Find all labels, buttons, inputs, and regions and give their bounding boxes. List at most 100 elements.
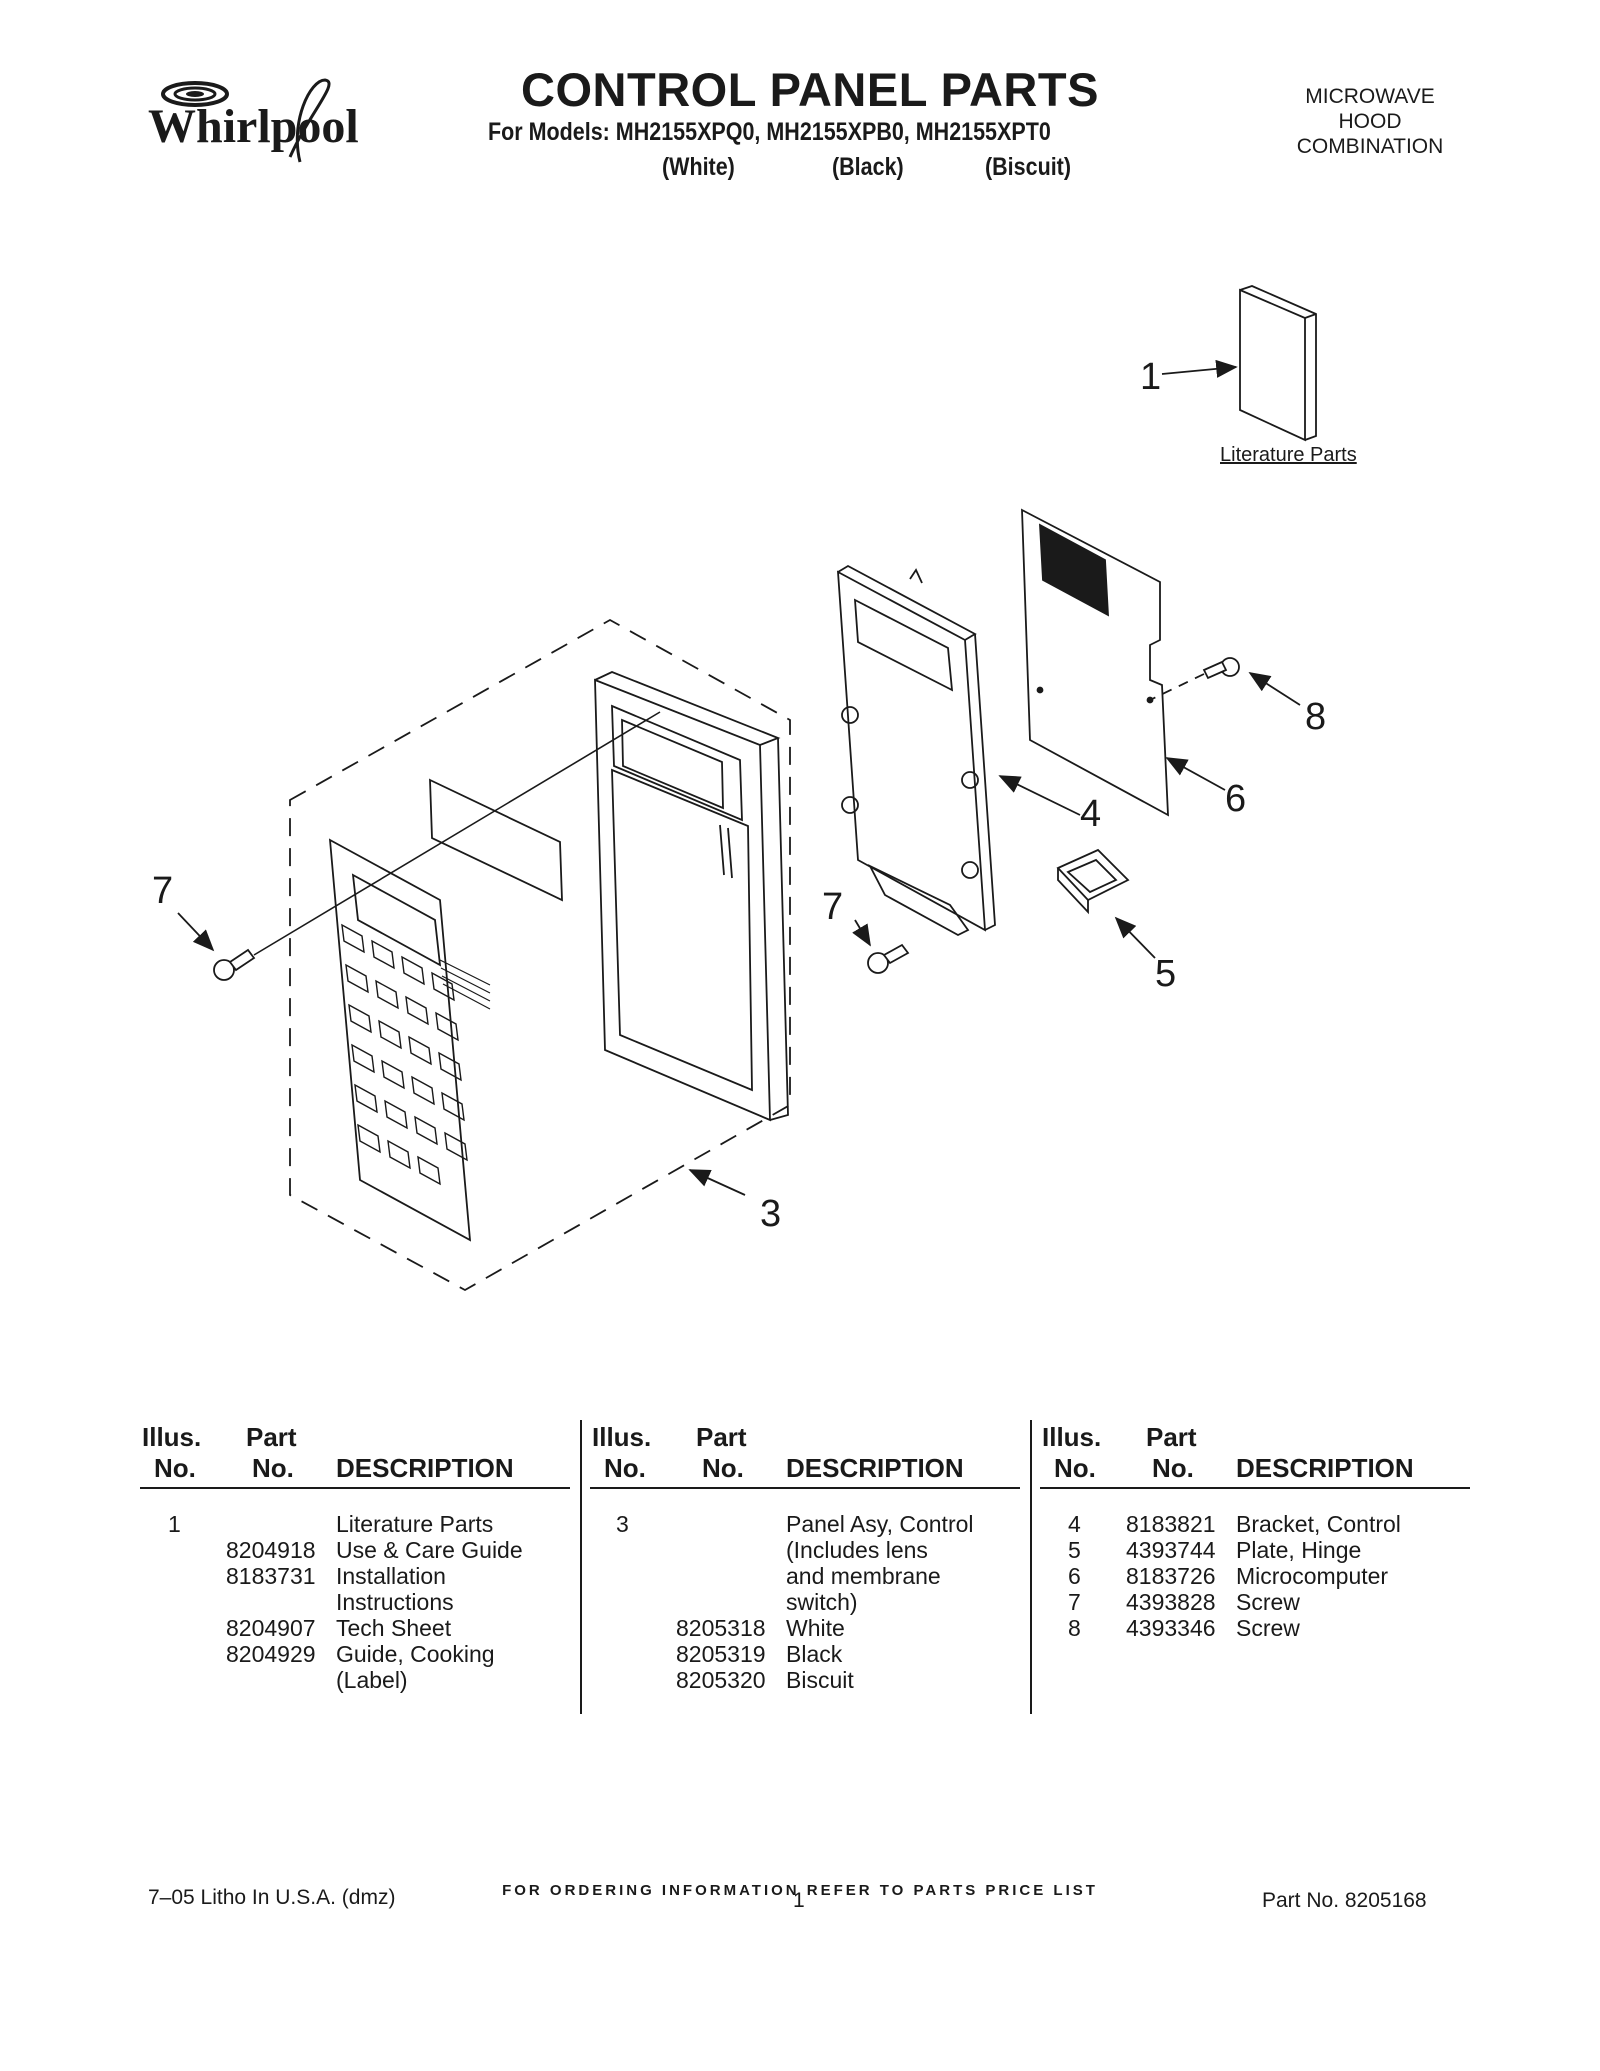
whirlpool-logo: Whirlpool bbox=[140, 72, 380, 182]
part-description: Screw bbox=[1236, 1589, 1300, 1615]
part-no: 4393744 bbox=[1126, 1537, 1216, 1563]
header-description: DESCRIPTION bbox=[336, 1453, 514, 1483]
callout-1: 1 bbox=[1140, 356, 1162, 398]
callout-5-arrow bbox=[1114, 916, 1156, 959]
part-description: Panel Asy, Control bbox=[786, 1511, 974, 1537]
header-part-no: No. bbox=[1152, 1453, 1194, 1483]
product-type-line: MICROWAVE bbox=[1305, 85, 1435, 108]
part-description: Tech Sheet bbox=[336, 1615, 452, 1641]
part-description: Plate, Hinge bbox=[1236, 1537, 1362, 1563]
illus-no: 5 bbox=[1068, 1537, 1081, 1563]
callout-5: 5 bbox=[1155, 953, 1177, 995]
ordering-note: FOR ORDERING INFORMATION REFER TO PARTS … bbox=[502, 1882, 1098, 1899]
header-part: Part bbox=[1146, 1422, 1197, 1452]
column-divider bbox=[1030, 1420, 1032, 1714]
illus-no: 7 bbox=[1068, 1589, 1081, 1615]
part-no: 8204929 bbox=[226, 1641, 316, 1667]
screw-left bbox=[213, 948, 256, 981]
product-type-line: COMBINATION bbox=[1296, 135, 1444, 158]
column-divider bbox=[580, 1420, 582, 1714]
illus-no: 3 bbox=[616, 1511, 629, 1537]
header-illus-no: No. bbox=[154, 1453, 196, 1483]
page-number: 1 bbox=[793, 1889, 805, 1912]
literature-booklet bbox=[1239, 285, 1317, 442]
header-illus: Illus. bbox=[142, 1422, 202, 1452]
callout-4-arrow bbox=[998, 775, 1081, 816]
part-no: 8183821 bbox=[1126, 1511, 1216, 1537]
callout-7-right-arrow bbox=[852, 919, 871, 947]
header-part: Part bbox=[246, 1422, 297, 1452]
part-description: White bbox=[786, 1615, 845, 1641]
document-part-number: Part No. 8205168 bbox=[1262, 1889, 1427, 1912]
exploded-diagram bbox=[177, 285, 1317, 1292]
callout-7-left: 7 bbox=[152, 870, 174, 912]
part-description: Screw bbox=[1236, 1615, 1300, 1641]
microcomputer-board bbox=[1021, 508, 1169, 817]
callout-1-arrow bbox=[1161, 359, 1238, 378]
header-illus: Illus. bbox=[1042, 1422, 1102, 1452]
illus-no: 6 bbox=[1068, 1563, 1081, 1589]
part-no: 8205319 bbox=[676, 1641, 766, 1667]
illus-no: 4 bbox=[1068, 1511, 1081, 1537]
header-part-no: No. bbox=[252, 1453, 294, 1483]
part-no: 8183731 bbox=[226, 1563, 316, 1589]
callout-8: 8 bbox=[1305, 696, 1327, 738]
part-no: 8205320 bbox=[676, 1667, 766, 1693]
part-description: (Includes lens bbox=[786, 1537, 928, 1563]
part-description: Black bbox=[786, 1641, 843, 1667]
part-description: Instructions bbox=[336, 1589, 454, 1615]
color-black: (Black) bbox=[832, 153, 904, 181]
page-title: CONTROL PANEL PARTS bbox=[521, 63, 1099, 116]
part-no: 8205318 bbox=[676, 1615, 766, 1641]
header-illus: Illus. bbox=[592, 1422, 652, 1452]
part-description: Bracket, Control bbox=[1236, 1511, 1401, 1537]
part-no: 4393346 bbox=[1126, 1615, 1216, 1641]
header-part-no: No. bbox=[702, 1453, 744, 1483]
control-panel-frame bbox=[594, 671, 789, 1122]
callout-7-left-arrow bbox=[177, 912, 215, 952]
callout-8-arrow bbox=[1248, 672, 1301, 706]
header-part: Part bbox=[696, 1422, 747, 1452]
lens-window bbox=[429, 778, 563, 902]
membrane-keypad bbox=[328, 838, 491, 1242]
callout-4: 4 bbox=[1080, 793, 1102, 835]
header-illus-no: No. bbox=[1054, 1453, 1096, 1483]
part-no: 4393828 bbox=[1126, 1589, 1216, 1615]
callout-3-arrow bbox=[688, 1169, 746, 1196]
illus-no: 1 bbox=[168, 1511, 181, 1537]
part-description: Literature Parts bbox=[336, 1511, 494, 1537]
product-type: MICROWAVE HOOD COMBINATION bbox=[1270, 84, 1470, 159]
literature-parts-label: Literature Parts bbox=[1220, 444, 1357, 466]
callout-6: 6 bbox=[1225, 778, 1247, 820]
control-bracket bbox=[836, 564, 996, 937]
part-description: and membrane bbox=[786, 1563, 941, 1589]
color-white: (White) bbox=[662, 153, 735, 181]
illus-no: 8 bbox=[1068, 1615, 1081, 1641]
part-description: Installation bbox=[336, 1563, 446, 1589]
part-description: Use & Care Guide bbox=[336, 1537, 523, 1563]
callout-6-arrow bbox=[1165, 757, 1226, 791]
callout-7-right: 7 bbox=[822, 886, 844, 928]
header-description: DESCRIPTION bbox=[1236, 1453, 1414, 1483]
callout-3: 3 bbox=[760, 1193, 782, 1235]
part-no: 8204907 bbox=[226, 1615, 316, 1641]
header-illus-no: No. bbox=[604, 1453, 646, 1483]
product-type-line: HOOD bbox=[1338, 110, 1402, 133]
part-no: 8204918 bbox=[226, 1537, 316, 1563]
screw-8 bbox=[1202, 657, 1240, 680]
part-description: (Label) bbox=[336, 1667, 408, 1693]
part-description: Guide, Cooking bbox=[336, 1641, 495, 1667]
brand-wordmark: Whirlpool bbox=[148, 100, 359, 153]
whirlpool-swirl-icon: Whirlpool bbox=[148, 78, 359, 163]
assembly-outline bbox=[289, 618, 791, 1292]
part-description: Biscuit bbox=[786, 1667, 854, 1693]
hinge-plate bbox=[1056, 848, 1130, 915]
header-description: DESCRIPTION bbox=[786, 1453, 964, 1483]
models-line: For Models: MH2155XPQ0, MH2155XPB0, MH21… bbox=[488, 118, 1051, 146]
screw-right bbox=[867, 943, 910, 974]
part-description: switch) bbox=[786, 1589, 858, 1615]
color-biscuit: (Biscuit) bbox=[985, 153, 1071, 181]
litho-note: 7–05 Litho In U.S.A. (dmz) bbox=[148, 1886, 396, 1909]
part-description: Microcomputer bbox=[1236, 1563, 1389, 1589]
part-no: 8183726 bbox=[1126, 1563, 1216, 1589]
